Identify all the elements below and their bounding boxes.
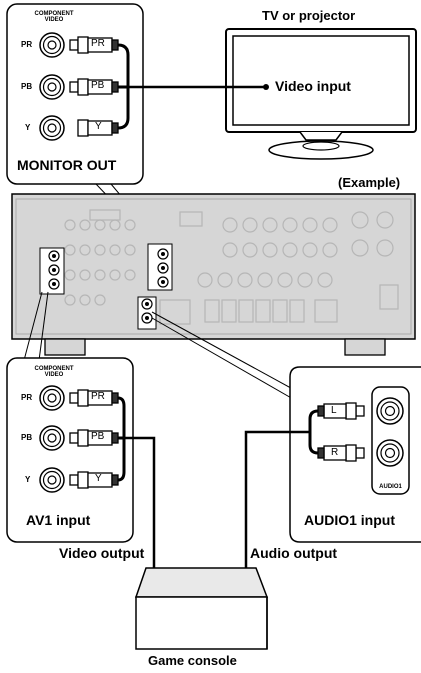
tv-or-projector-label: TV or projector bbox=[262, 8, 356, 23]
audio-jack-right bbox=[376, 439, 404, 467]
plug-label-pb: PB bbox=[91, 80, 105, 91]
component-header-line2: VIDEO bbox=[44, 17, 64, 23]
plug-label-left: L bbox=[331, 405, 337, 416]
av-receiver-rear-panel bbox=[11, 193, 416, 356]
av1-input-panel bbox=[6, 357, 134, 543]
jack-pr bbox=[39, 385, 65, 411]
component-header-line1: COMPONENT bbox=[34, 366, 74, 372]
video-output-label: Video output bbox=[59, 545, 145, 561]
plug-label-right: R bbox=[331, 447, 339, 458]
jack-label-pb: PB bbox=[21, 82, 33, 91]
component-header-line1: COMPONENT bbox=[34, 11, 74, 17]
plug-label-y: Y bbox=[95, 121, 102, 132]
audio-output-cable bbox=[244, 430, 310, 568]
video-input-connector-dot bbox=[263, 84, 269, 90]
tv-illustration bbox=[225, 28, 417, 160]
audio1-input-label: AUDIO1 input bbox=[304, 512, 395, 528]
audio-output-label: Audio output bbox=[250, 545, 338, 561]
audio-jack-left bbox=[376, 397, 404, 425]
plug-label-pr: PR bbox=[91, 38, 105, 49]
plug-label-pr: PR bbox=[91, 391, 105, 402]
audio1-jack-label: AUDIO1 bbox=[379, 484, 402, 490]
receiver-av1-component-jacks bbox=[39, 247, 65, 295]
jack-label-pr: PR bbox=[21, 40, 33, 49]
jack-label-y: Y bbox=[25, 123, 31, 132]
plug-label-pb: PB bbox=[91, 431, 105, 442]
game-console-illustration bbox=[134, 567, 269, 650]
av1-input-label: AV1 input bbox=[26, 512, 91, 528]
receiver-monitor-out-jacks bbox=[147, 243, 173, 291]
example-label: (Example) bbox=[338, 175, 401, 190]
jack-y bbox=[39, 467, 65, 493]
jack-label-pb: PB bbox=[21, 433, 33, 442]
monitor-out-label: MONITOR OUT bbox=[17, 157, 117, 173]
jack-pb bbox=[39, 425, 65, 451]
video-output-cable bbox=[124, 436, 156, 568]
video-input-label: Video input bbox=[275, 78, 351, 94]
monitor-out-panel bbox=[6, 3, 144, 185]
jack-y bbox=[39, 115, 65, 141]
component-header-line2: VIDEO bbox=[44, 372, 64, 378]
game-console-label: Game console bbox=[148, 653, 237, 668]
receiver-audio1-jacks bbox=[137, 296, 157, 330]
plug-label-y: Y bbox=[95, 473, 102, 484]
jack-pb bbox=[39, 74, 65, 100]
component-video-header: COMPONENT VIDEO bbox=[26, 11, 82, 23]
component-video-header-av1: COMPONENT VIDEO bbox=[26, 366, 82, 378]
jack-pr bbox=[39, 32, 65, 58]
jack-label-y: Y bbox=[25, 475, 31, 484]
jack-label-pr: PR bbox=[21, 393, 33, 402]
audio1-input-panel bbox=[289, 366, 421, 543]
